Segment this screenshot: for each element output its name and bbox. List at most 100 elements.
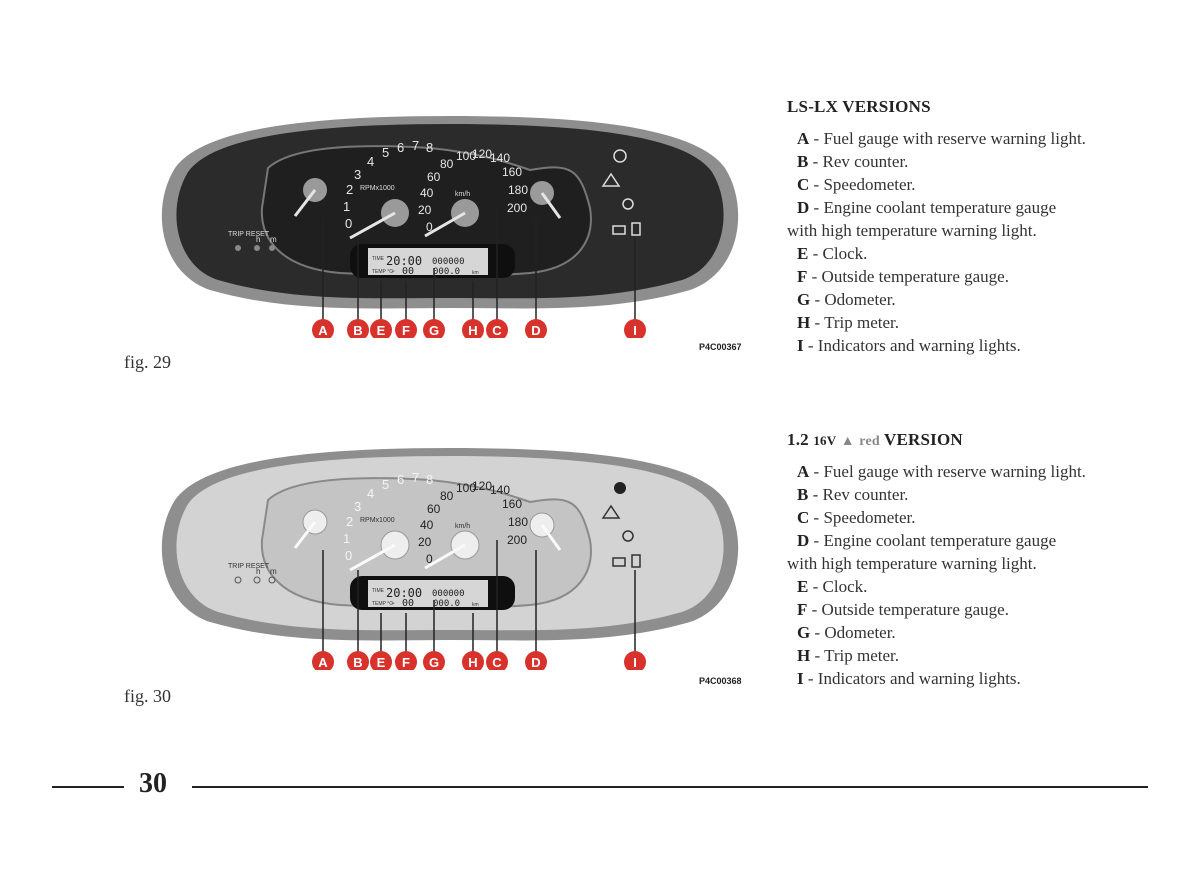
legend-key: A <box>797 129 810 148</box>
speed-tick-label: 100 <box>456 149 476 163</box>
fuel-needle <box>293 189 317 217</box>
speed-tick-label: 40 <box>420 186 434 200</box>
hazard-icon <box>601 172 621 187</box>
callout-i: I <box>624 651 646 670</box>
legend-text: - Engine coolant temperature gauge with … <box>787 531 1057 573</box>
minute-label: m <box>270 235 277 244</box>
minute-set-button[interactable] <box>268 576 276 584</box>
dial-window <box>260 145 592 278</box>
rev-tick-label: 4 <box>367 154 374 169</box>
speed-tick-label: 140 <box>490 483 510 497</box>
callout-g: G <box>423 319 445 338</box>
speed-needle <box>424 543 466 570</box>
image-code: P4C00368 <box>699 676 742 686</box>
battery-icon <box>612 557 626 567</box>
minute-label: m <box>270 567 277 576</box>
callout-b: B <box>347 319 369 338</box>
speed-tick-label: 120 <box>472 147 492 161</box>
rev-tick-label: 6 <box>397 140 404 155</box>
rev-needle <box>349 543 396 572</box>
speed-needle <box>424 211 466 238</box>
legend-item: B - Rev counter. <box>787 483 1087 506</box>
rev-tick-label: 1 <box>343 531 350 546</box>
svg-text:B: B <box>353 655 362 670</box>
callout-f: F <box>395 319 417 338</box>
speed-tick-label: 80 <box>440 157 454 171</box>
legend-key: D <box>797 531 810 550</box>
hour-set-button[interactable] <box>254 245 260 251</box>
rev-tick-label: 7 <box>412 470 419 485</box>
speed-tick-label: 20 <box>418 535 432 549</box>
rev-tick-label: 0 <box>345 216 352 231</box>
rev-tick-label: 1 <box>343 199 350 214</box>
legend-key: H <box>797 313 811 332</box>
rev-needle <box>349 211 396 240</box>
svg-text:B: B <box>353 323 362 338</box>
svg-text:F: F <box>402 655 410 670</box>
svg-text:C: C <box>492 655 502 670</box>
svg-text:H: H <box>468 323 477 338</box>
legend-item: E - Clock. <box>787 242 1087 265</box>
minute-set-button[interactable] <box>269 245 275 251</box>
lcd-display <box>368 580 488 607</box>
legend-text: - Engine coolant temperature gauge with … <box>787 198 1057 240</box>
rev-tick-label: 8 <box>426 472 433 487</box>
title-prefix: 1.2 <box>787 430 809 449</box>
legend-text: - Rev counter. <box>808 152 909 171</box>
legend-item: A - Fuel gauge with reserve warning ligh… <box>787 460 1087 483</box>
legend-key: G <box>797 290 811 309</box>
legend-list: A - Fuel gauge with reserve warning ligh… <box>787 127 1087 357</box>
callout-a: A <box>312 651 334 670</box>
lcd-time-label: TIME <box>372 588 385 594</box>
title-small: 16V <box>813 433 837 448</box>
hour-set-button[interactable] <box>253 576 261 584</box>
callout-c: C <box>486 319 508 338</box>
section-title: 1.2 16V ▲ red VERSION <box>787 430 1087 450</box>
svg-text:I: I <box>633 323 637 338</box>
rev-tick-label: 5 <box>382 477 389 492</box>
legend-item: I - Indicators and warning lights. <box>787 334 1087 357</box>
coolant-needle <box>540 524 562 551</box>
speed-tick-label: 60 <box>427 502 441 516</box>
trip-reset-label: TRIP RESET <box>228 563 270 570</box>
legend-item: G - Odometer. <box>787 288 1087 311</box>
legend-key: E <box>797 577 809 596</box>
legend-key: I <box>797 669 804 688</box>
rev-tick-label: 3 <box>354 499 361 514</box>
legend-key: B <box>797 152 809 171</box>
legend-item: E - Clock. <box>787 575 1087 598</box>
legend-text: - Clock. <box>808 244 868 263</box>
section-16v-red-version: 1.2 16V ▲ red VERSION A - Fuel gauge wit… <box>787 430 1087 690</box>
legend-list: A - Fuel gauge with reserve warning ligh… <box>787 460 1087 690</box>
callout-lines <box>322 208 636 330</box>
callout-d: D <box>525 651 547 670</box>
callout-b: B <box>347 651 369 670</box>
kmh-label: km/h <box>455 191 470 198</box>
svg-text:A: A <box>318 655 328 670</box>
legend-text: - Odometer. <box>810 623 896 642</box>
hazard-icon <box>601 504 621 519</box>
footer-rule-left <box>52 786 124 788</box>
speed-tick-label: 140 <box>490 151 510 165</box>
callout-lines <box>322 540 636 662</box>
lcd-km-label: km <box>472 602 479 608</box>
brake-warning-icon <box>622 198 634 210</box>
rev-tick-label: 4 <box>367 486 374 501</box>
trip-reset-button[interactable] <box>235 245 241 251</box>
callout-e: E <box>370 319 392 338</box>
legend-key: E <box>797 244 809 263</box>
rev-tick-label: 2 <box>346 514 353 529</box>
legend-item: I - Indicators and warning lights. <box>787 667 1087 690</box>
trip-reset-button[interactable] <box>234 576 242 584</box>
callout-d: D <box>525 319 547 338</box>
lcd-display <box>368 248 488 275</box>
legend-text: - Outside temperature gauge. <box>807 600 1009 619</box>
legend-item: B - Rev counter. <box>787 150 1087 173</box>
legend-key: F <box>797 267 808 286</box>
kmh-label: km/h <box>455 523 470 530</box>
